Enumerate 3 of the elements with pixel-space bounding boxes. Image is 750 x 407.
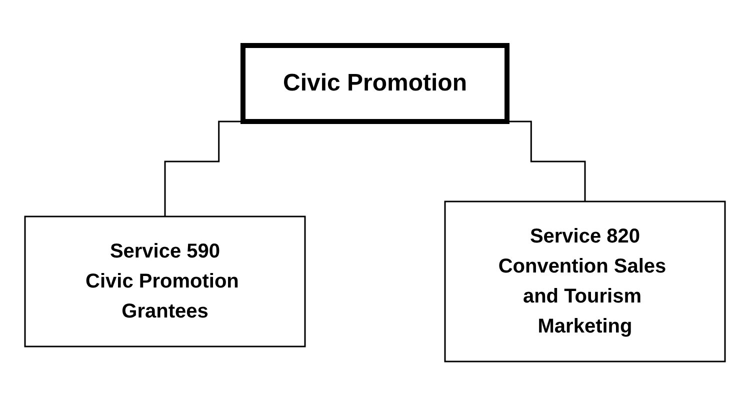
node-box: Civic Promotion [240,43,510,124]
node-box: Service 590 Civic Promotion Grantees [24,216,306,348]
node-box: Service 820 Convention Sales and Tourism Marketing [444,200,726,362]
